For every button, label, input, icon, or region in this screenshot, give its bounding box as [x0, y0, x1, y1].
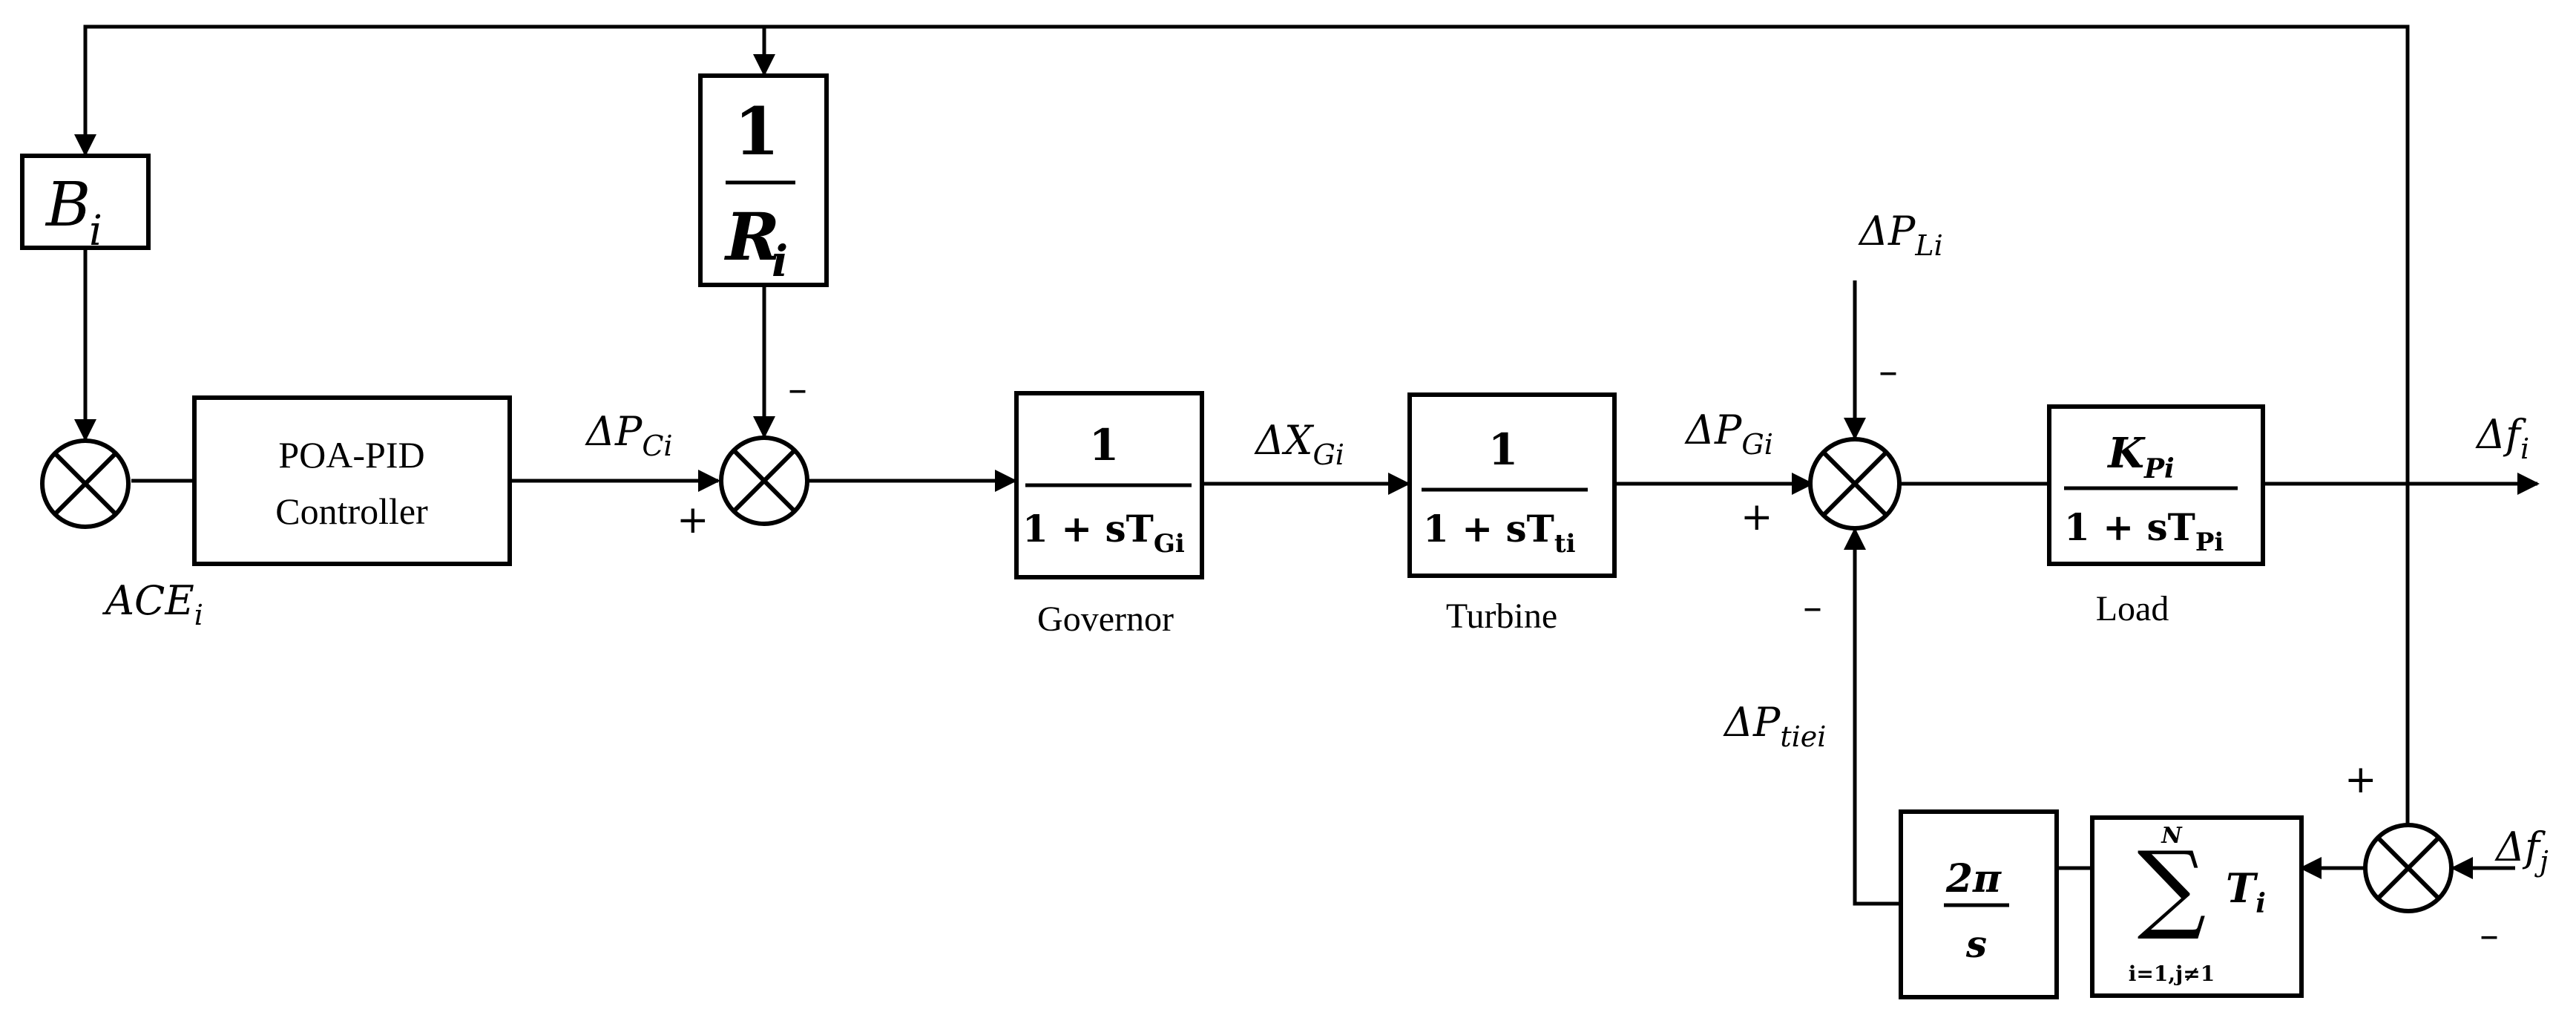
controller-title: POA-PID — [278, 434, 424, 476]
load-numerator: KPi — [2106, 429, 2174, 484]
integrator-numerator: 2π — [1945, 856, 2002, 901]
minus-sign-tie: – — [1803, 585, 1822, 630]
load-caption: Load — [2096, 589, 2169, 628]
tie-sum-term: Ti — [2226, 864, 2266, 919]
droop-denominator-symbol: R — [723, 198, 780, 275]
tie-sum-term-subscript: i — [2255, 888, 2266, 919]
turbine-denominator-subscript: ti — [1554, 529, 1576, 559]
fj-label: Δfj — [2494, 824, 2549, 878]
load-denominator-subscript: Pi — [2195, 528, 2224, 557]
turbine-denominator: 1 + sTti — [1423, 507, 1576, 559]
ptie-label: ΔPtiei — [1723, 699, 1826, 753]
governor-numerator: 1 — [1089, 420, 1119, 470]
pl-label: ΔPLi — [1858, 208, 1943, 262]
plus-sign-generation: + — [1741, 495, 1773, 539]
pg-label: ΔPGi — [1684, 407, 1773, 461]
droop-denominator-subscript: i — [772, 236, 788, 286]
minus-sign-fj: – — [2480, 913, 2499, 958]
turbine-numerator: 1 — [1488, 424, 1518, 475]
pc-label: ΔPCi — [585, 408, 673, 462]
governor-caption: Governor — [1037, 599, 1174, 639]
load-denominator: 1 + sTPi — [2064, 505, 2224, 557]
integrator-denominator: s — [1965, 922, 1987, 966]
xg-label: ΔXGi — [1254, 417, 1344, 471]
summing-junction-control — [719, 436, 809, 526]
wire-tie-feedback — [1844, 528, 1901, 906]
ace-label: ACEi — [102, 577, 203, 631]
minus-sign-load: – — [1879, 349, 1898, 394]
controller-subtitle: Controller — [275, 490, 428, 532]
bias-block: B i — [20, 154, 151, 255]
controller-block: POA-PID Controller — [192, 395, 512, 566]
minus-sign-droop: – — [788, 367, 807, 412]
turbine-caption: Turbine — [1446, 597, 1557, 636]
droop-numerator: 1 — [734, 93, 779, 170]
plus-sign-control: + — [677, 498, 709, 542]
tie-sum-upper-limit: N — [2161, 823, 2183, 849]
governor-block: 1 1 + sTGi Governor — [1014, 391, 1204, 639]
wire-feedback-to-bias — [74, 24, 2410, 824]
load-block: KPi 1 + sTPi Load — [2047, 404, 2265, 628]
signal-wires — [74, 24, 2540, 906]
integrator-block: 2π s — [1899, 809, 2059, 999]
bias-subscript: i — [89, 207, 102, 255]
summing-junction-power — [1808, 437, 1902, 530]
sigma-icon: ∑ — [2138, 830, 2207, 943]
governor-denominator-subscript: Gi — [1154, 529, 1185, 559]
governor-denominator: 1 + sTGi — [1022, 507, 1185, 559]
tie-sum-lower-limit: i=1,j≠1 — [2129, 962, 2215, 986]
turbine-block: 1 1 + sTti Turbine — [1407, 392, 1617, 636]
plus-sign-fi: + — [2345, 758, 2377, 802]
fi-label: Δfi — [2475, 411, 2529, 465]
tie-sum-block: N ∑ i=1,j≠1 Ti — [2090, 815, 2304, 998]
summing-junction-ace — [40, 438, 131, 529]
load-numerator-subscript: Pi — [2143, 453, 2175, 484]
droop-block: 1 R i — [698, 73, 829, 287]
summing-junction-tie — [2363, 823, 2454, 913]
bias-symbol: B — [45, 170, 91, 240]
